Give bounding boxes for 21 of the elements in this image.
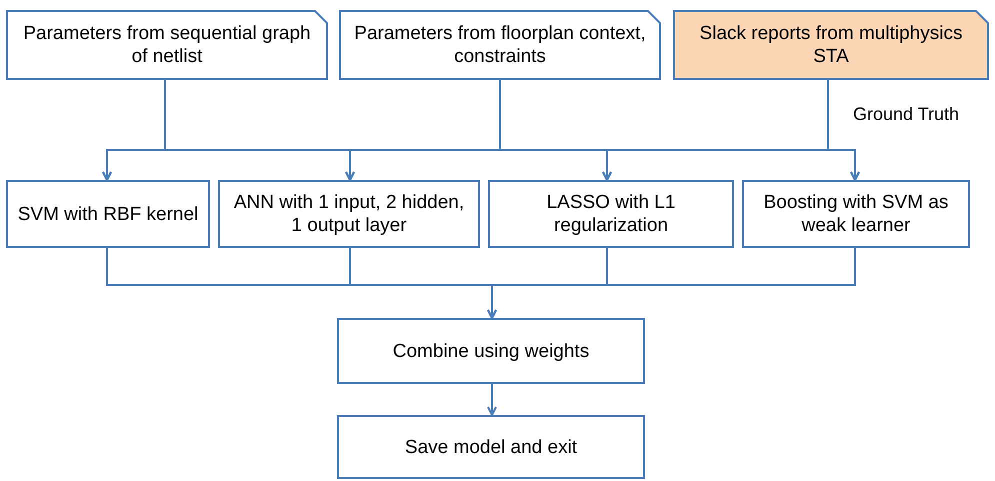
document-box [6, 10, 328, 80]
process-box [488, 180, 734, 248]
node-text: Slack reports from multiphysics STA [698, 22, 964, 68]
document-box [339, 10, 661, 80]
node-text: Save model and exit [404, 436, 578, 458]
node-text: Parameters from floorplan context, constraints [353, 22, 647, 68]
process-box [337, 415, 645, 479]
node-text: SVM with RBF kernel [18, 202, 198, 226]
process-box [218, 180, 480, 248]
node-text: Parameters from sequential graph of netlist [22, 22, 312, 68]
node-text: Boosting with SVM as weak learner [762, 191, 950, 237]
process-box [337, 318, 645, 384]
document-box [673, 10, 989, 80]
node-text: ANN with 1 input, 2 hidden, 1 output layer [232, 191, 466, 237]
annotation-label: Ground Truth [853, 104, 960, 125]
process-box [742, 180, 970, 248]
arrow [487, 248, 856, 319]
node-text: Combine using weights [392, 340, 590, 362]
arrow [487, 384, 497, 416]
node-text: LASSO with L1 regularization [546, 191, 676, 237]
process-box [6, 180, 210, 248]
